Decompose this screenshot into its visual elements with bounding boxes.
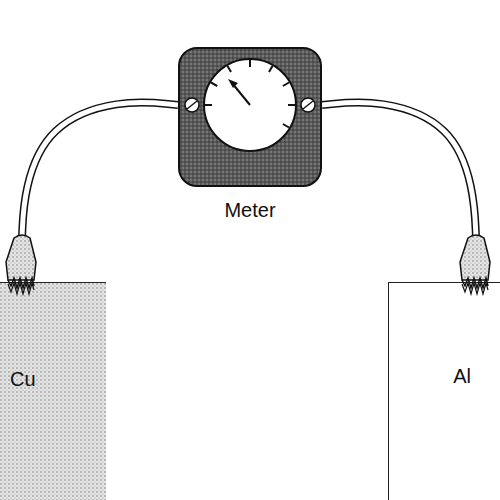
- dial-tick: [283, 83, 289, 87]
- terminal-screw: [185, 98, 199, 112]
- dial: [204, 59, 296, 151]
- part-label: Al: [453, 365, 471, 387]
- dial-tick: [288, 104, 295, 106]
- meter-housing: [179, 48, 321, 186]
- meter-body: [178, 47, 322, 187]
- stipple: [0, 283, 106, 500]
- dial-tick: [211, 83, 217, 87]
- lead-wire: [22, 102, 178, 238]
- aluminium-plate: Al: [388, 282, 500, 500]
- copper-plate: Cu: [0, 282, 106, 500]
- wire-core: [322, 102, 476, 238]
- lead-wire: [322, 102, 476, 238]
- dial-tick: [205, 104, 212, 106]
- screw-slot: [303, 101, 313, 109]
- needle-tip: [228, 79, 238, 88]
- part-label: Meter: [224, 199, 275, 221]
- alligator-clip: [460, 235, 490, 294]
- dial-tick: [249, 60, 251, 67]
- wire-outline: [322, 102, 476, 238]
- alligator-clip: [6, 235, 36, 294]
- part-label: Cu: [10, 368, 36, 390]
- dial-tick: [228, 66, 232, 72]
- dial-tick: [283, 124, 289, 128]
- terminal-screw: [301, 98, 315, 112]
- screw-slot: [187, 101, 197, 109]
- meter-box: Meter: [178, 47, 322, 225]
- dial-tick: [269, 66, 273, 72]
- wire-core: [22, 102, 178, 238]
- wire-outline: [22, 102, 178, 238]
- dial-tick: [211, 83, 217, 87]
- plate-fill: [0, 283, 106, 500]
